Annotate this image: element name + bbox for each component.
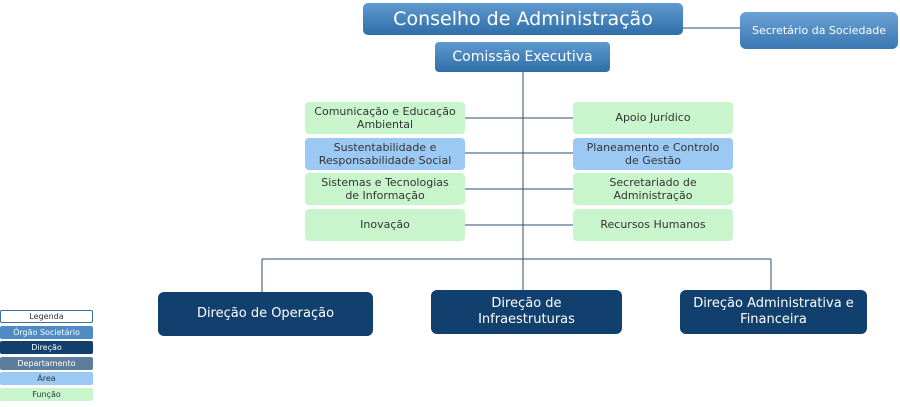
secretary-label: Secretário da Sociedade [752,23,886,37]
company-secretary-box: Secretário da Sociedade [740,12,898,49]
directorate-box-operacao: Direção de Operação [158,292,373,336]
executive-label: Comissão Executiva [452,48,593,65]
unit-box-sustentabilidade: Sustentabilidade e Responsabilidade Soci… [305,138,465,170]
board-of-directors-box: Conselho de Administração [363,3,683,35]
unit-label: Comunicação e Educação Ambiental [314,104,456,131]
legend-item-direcao: Direção [0,341,93,354]
directorate-box-administrativa: Direção Administrativa e Financeira [680,290,867,334]
legend-item-orgao: Órgão Societário [0,325,93,339]
unit-box-comunicacao: Comunicação e Educação Ambiental [305,102,465,134]
executive-committee-box: Comissão Executiva [435,42,610,72]
unit-box-apoio-juridico: Apoio Jurídico [573,102,733,134]
unit-label: Sistemas e Tecnologias de Informação [321,175,449,202]
legend-item-funcao: Função [0,387,93,401]
directorate-label: Direção Administrativa e Financeira [693,296,854,327]
unit-label: Recursos Humanos [600,218,706,232]
unit-box-inovacao: Inovação [305,209,465,241]
unit-label: Planeamento e Controlo de Gestão [586,140,720,167]
legend-title: Legenda [0,310,93,323]
legend-item-area: Área [0,372,93,385]
unit-label: Sustentabilidade e Responsabilidade Soci… [318,140,452,167]
unit-box-recursos-humanos: Recursos Humanos [573,209,733,241]
unit-box-planeamento: Planeamento e Controlo de Gestão [573,138,733,170]
unit-label: Inovação [360,218,410,232]
unit-label: Apoio Jurídico [615,111,691,125]
unit-box-secretariado: Secretariado de Administração [573,173,733,205]
board-label: Conselho de Administração [393,7,653,30]
unit-label: Secretariado de Administração [609,175,697,202]
legend-item-departamento: Departamento [0,356,93,370]
directorate-label: Direção de Infraestruturas [478,296,575,327]
directorate-label: Direção de Operação [196,306,335,322]
legend: Legenda Órgão Societário Direção Departa… [0,310,93,403]
directorate-box-infraestruturas: Direção de Infraestruturas [431,290,622,334]
unit-box-sistemas: Sistemas e Tecnologias de Informação [305,173,465,205]
